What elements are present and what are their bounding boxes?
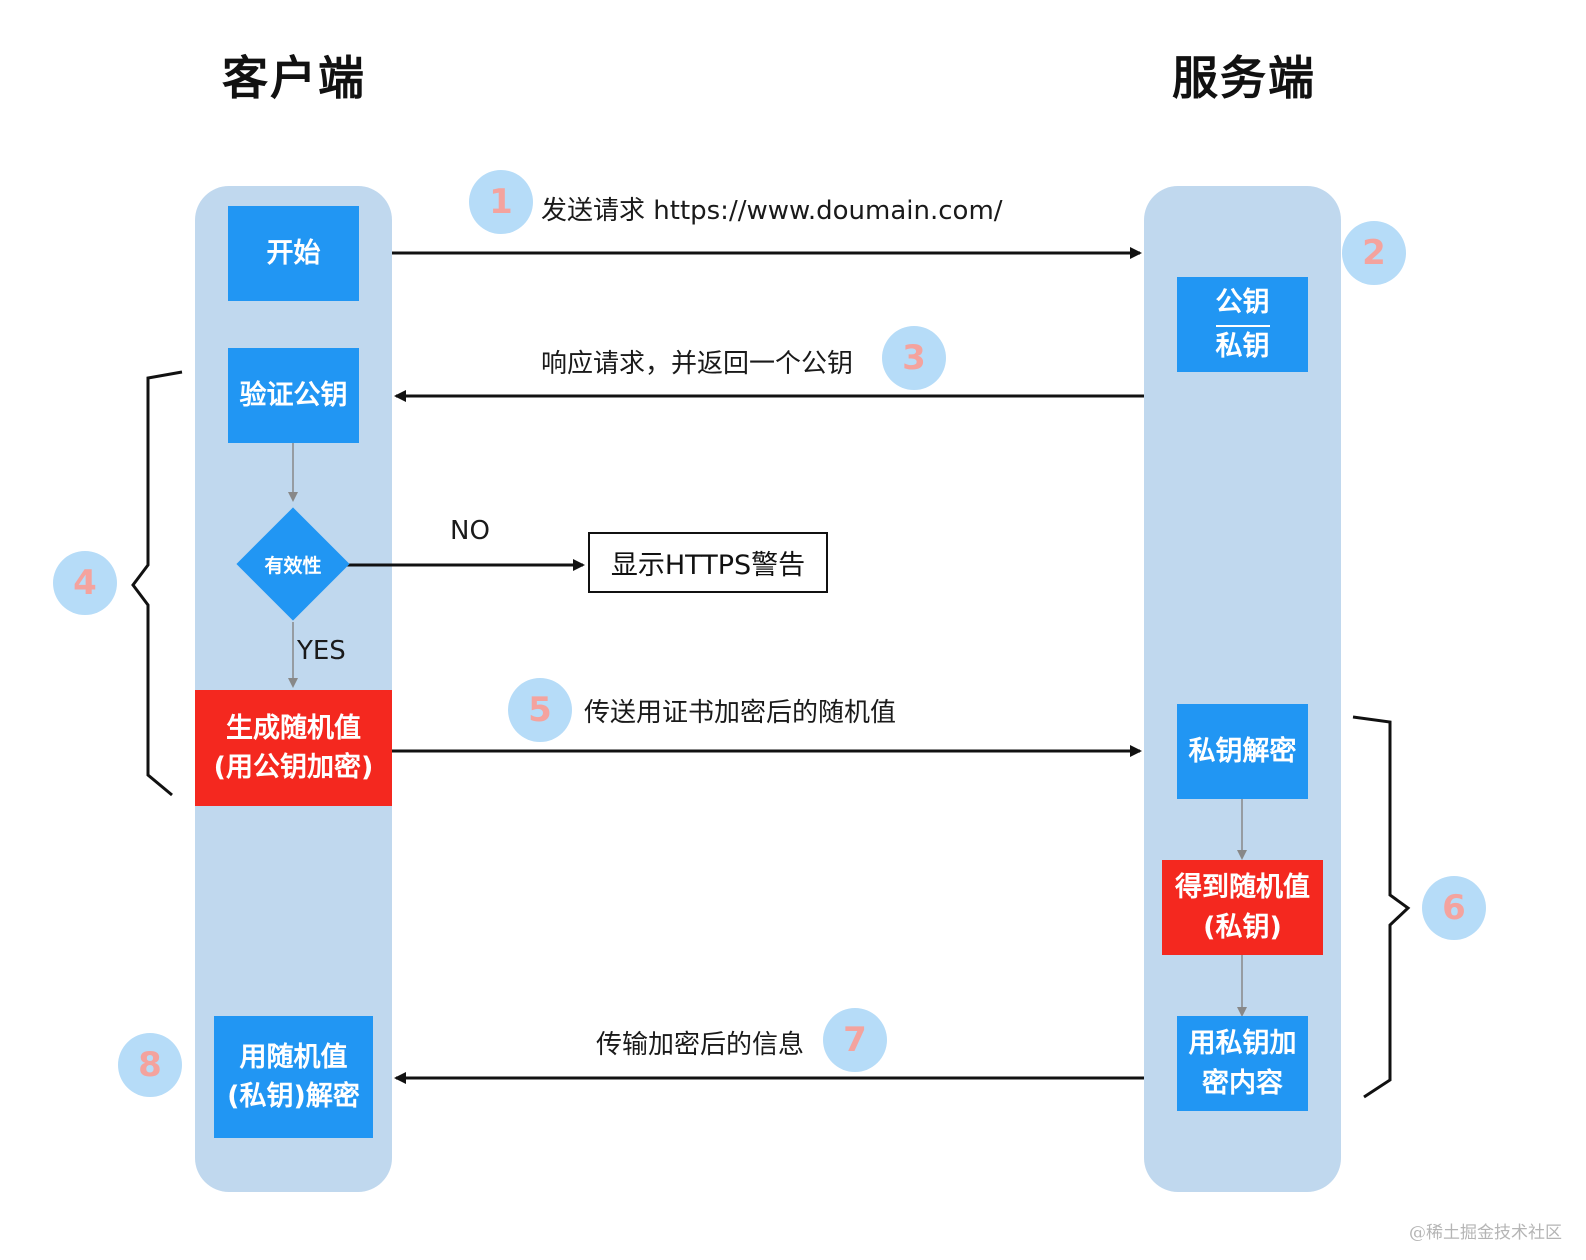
client-header: 客户端	[222, 51, 366, 105]
step-badge-5: 5	[508, 678, 572, 742]
step-badge-3: 3	[882, 326, 946, 390]
step7-message: 传输加密后的信息	[596, 1030, 805, 1060]
step-badge-6: 6	[1422, 876, 1486, 940]
left-brace	[131, 370, 183, 797]
yes-branch-label: YES	[297, 636, 346, 666]
step-badge-7: 7	[823, 1008, 887, 1072]
private-key-decrypt-box: 私钥解密	[1177, 704, 1308, 799]
watermark: @稀土掘金技术社区	[1409, 1223, 1562, 1243]
right-brace	[1352, 715, 1411, 1099]
step-badge-4: 4	[53, 551, 117, 615]
no-branch-label: NO	[450, 516, 490, 546]
server-encrypt-box: 用私钥加 密内容	[1177, 1016, 1308, 1111]
generate-random-box: 生成随机值 (用公钥加密)	[195, 690, 392, 806]
get-random-box: 得到随机值 (私钥)	[1162, 860, 1323, 955]
step5-message: 传送用证书加密后的随机值	[584, 698, 897, 728]
step1-message: 发送请求 https://www.doumain.com/	[541, 196, 1003, 226]
key-pair-box: 公钥 私钥	[1177, 277, 1308, 372]
start-box: 开始	[228, 206, 359, 301]
validity-label: 有效性	[264, 555, 322, 577]
private-key-label: 私钥	[1215, 330, 1270, 362]
public-key-label: 公钥	[1215, 283, 1270, 327]
step3-message: 响应请求，并返回一个公钥	[541, 349, 854, 379]
verify-public-key-box: 验证公钥	[228, 348, 359, 443]
https-warning-box: 显示HTTPS警告	[588, 532, 828, 593]
step-badge-8: 8	[118, 1033, 182, 1097]
server-header: 服务端	[1172, 51, 1316, 105]
step-badge-1: 1	[469, 170, 533, 234]
step-badge-2: 2	[1342, 221, 1406, 285]
client-decrypt-box: 用随机值 (私钥)解密	[214, 1016, 373, 1138]
